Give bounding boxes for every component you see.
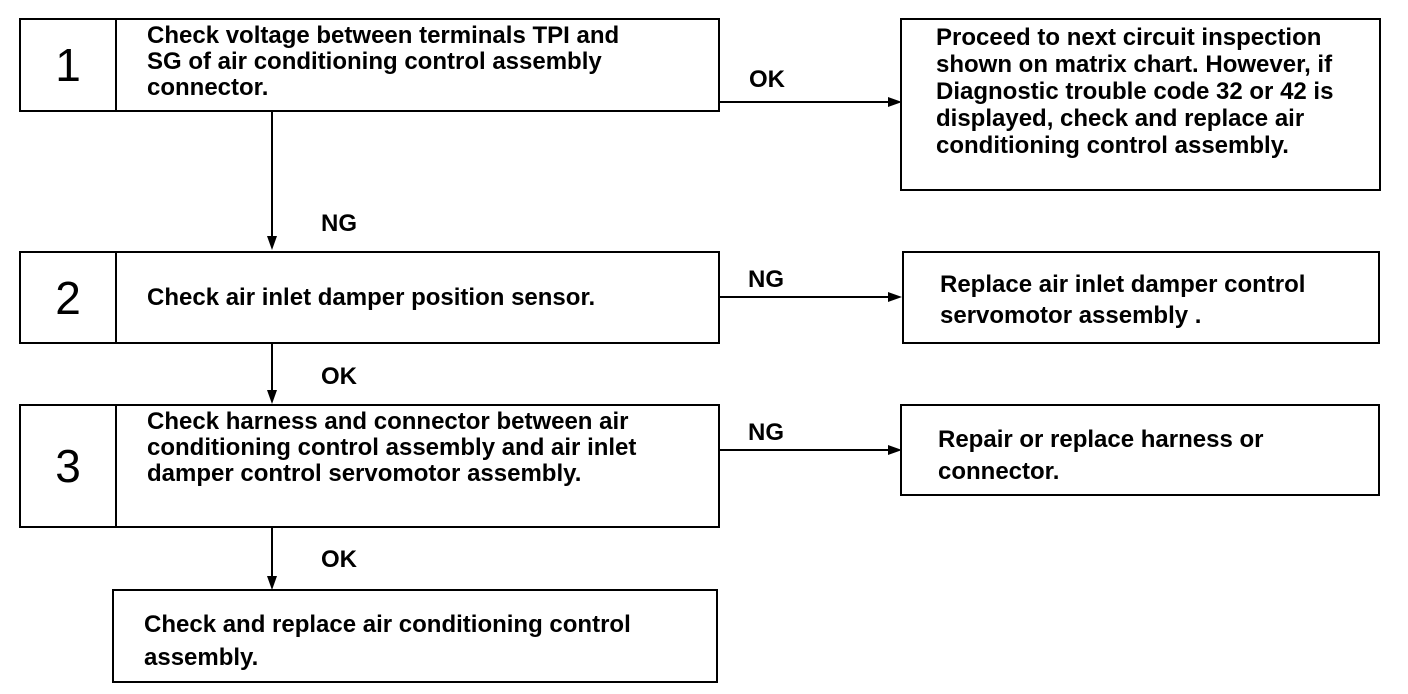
- step-1-number: 1: [21, 20, 117, 110]
- step-1-text: Check voltage between terminals TPI and …: [147, 22, 620, 101]
- label-step3-ng: NG: [748, 419, 784, 446]
- result-step3-ng-text: Repair or replace harness or connector.: [938, 426, 1264, 485]
- step-2-box: 2 Check air inlet damper position sensor…: [19, 251, 720, 344]
- result-step1-ok-text: Proceed to next circuit inspection shown…: [936, 24, 1334, 159]
- step-2-text: Check air inlet damper position sensor.: [147, 283, 596, 311]
- step-2-number: 2: [21, 253, 117, 342]
- result-step1-ok-box: Proceed to next circuit inspection shown…: [900, 18, 1381, 191]
- result-step2-ng-text: Replace air inlet damper control servomo…: [940, 271, 1306, 329]
- step-3-text: Check harness and connector between air …: [147, 408, 637, 487]
- label-step1-ok: OK: [749, 66, 785, 93]
- label-step1-ng: NG: [321, 210, 357, 237]
- label-step3-ok: OK: [321, 546, 357, 573]
- label-step2-ok: OK: [321, 363, 357, 390]
- result-step3-ng-box: Repair or replace harness or connector.: [900, 404, 1380, 496]
- result-step2-ng-box: Replace air inlet damper control servomo…: [902, 251, 1380, 344]
- step-3-box: 3 Check harness and connector between ai…: [19, 404, 720, 528]
- step-1-box: 1 Check voltage between terminals TPI an…: [19, 18, 720, 112]
- result-step3-ok-text: Check and replace air conditioning contr…: [144, 611, 631, 671]
- result-step3-ok-box: Check and replace air conditioning contr…: [112, 589, 718, 683]
- step-3-number: 3: [21, 406, 117, 526]
- label-step2-ng: NG: [748, 266, 784, 293]
